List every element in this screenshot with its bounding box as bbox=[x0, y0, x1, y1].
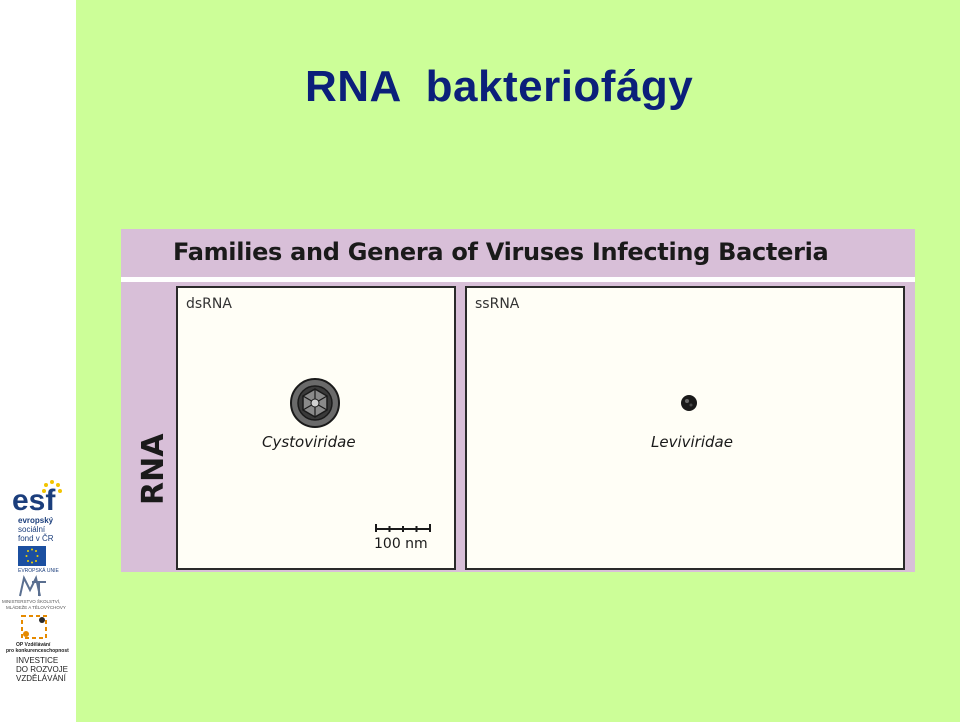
invest-line-2: DO ROZVOJE bbox=[16, 665, 69, 674]
cystovirus-particle-icon bbox=[290, 378, 340, 428]
panel-label-ssrna: ssRNA bbox=[475, 296, 520, 312]
figure-header-text: Families and Genera of Viruses Infecting… bbox=[173, 238, 829, 266]
virus-figure: Families and Genera of Viruses Infecting… bbox=[121, 229, 915, 572]
op-logo-icon bbox=[21, 615, 47, 639]
esf-logo-text: esf bbox=[12, 484, 56, 516]
figure-header: Families and Genera of Viruses Infecting… bbox=[121, 229, 915, 281]
panel-ssrna: ssRNA Leviviridae bbox=[465, 286, 905, 570]
panel-dsrna: dsRNA Cystoviridae 100 nm bbox=[176, 286, 456, 570]
msmt-line-1: MINISTERSTVO ŠKOLSTVÍ, bbox=[2, 599, 61, 604]
scale-bar-icon bbox=[375, 524, 431, 532]
scale-label: 100 nm bbox=[374, 536, 428, 552]
esf-line-3: fond v ČR bbox=[18, 534, 54, 543]
msmt-logo-icon bbox=[19, 575, 46, 597]
sponsor-logos: esf evropský sociální fond v ČR EVROPSKÁ… bbox=[0, 470, 76, 690]
esf-line-1: evropský bbox=[18, 516, 54, 525]
logo-strip: esf evropský sociální fond v ČR EVROPSKÁ… bbox=[0, 0, 76, 722]
eu-label: EVROPSKÁ UNIE bbox=[18, 568, 59, 574]
figure-body: RNA dsRNA Cystoviridae 100 nm ssRNA bbox=[121, 282, 915, 572]
panel-label-dsrna: dsRNA bbox=[186, 296, 232, 312]
virus-name-cystoviridae: Cystoviridae bbox=[262, 433, 356, 451]
esf-line-2: sociální bbox=[18, 525, 46, 534]
esf-logo-icon: esf bbox=[8, 476, 68, 516]
op-line-2: pro konkurenceschopnost bbox=[6, 648, 69, 654]
invest-line-1: INVESTICE bbox=[16, 656, 59, 665]
eu-flag-icon bbox=[18, 546, 46, 566]
slide-title: RNA bakteriofágy bbox=[305, 62, 694, 111]
invest-line-3: VZDĚLÁVÁNÍ bbox=[16, 674, 66, 683]
msmt-line-2: MLÁDEŽE A TĚLOVÝCHOVY bbox=[6, 605, 66, 610]
levivirus-particle-icon bbox=[681, 395, 697, 411]
op-line-1: OP Vzdělávání bbox=[16, 642, 51, 648]
virus-name-leviviridae: Leviviridae bbox=[651, 433, 733, 451]
side-label-rna: RNA bbox=[136, 433, 171, 505]
